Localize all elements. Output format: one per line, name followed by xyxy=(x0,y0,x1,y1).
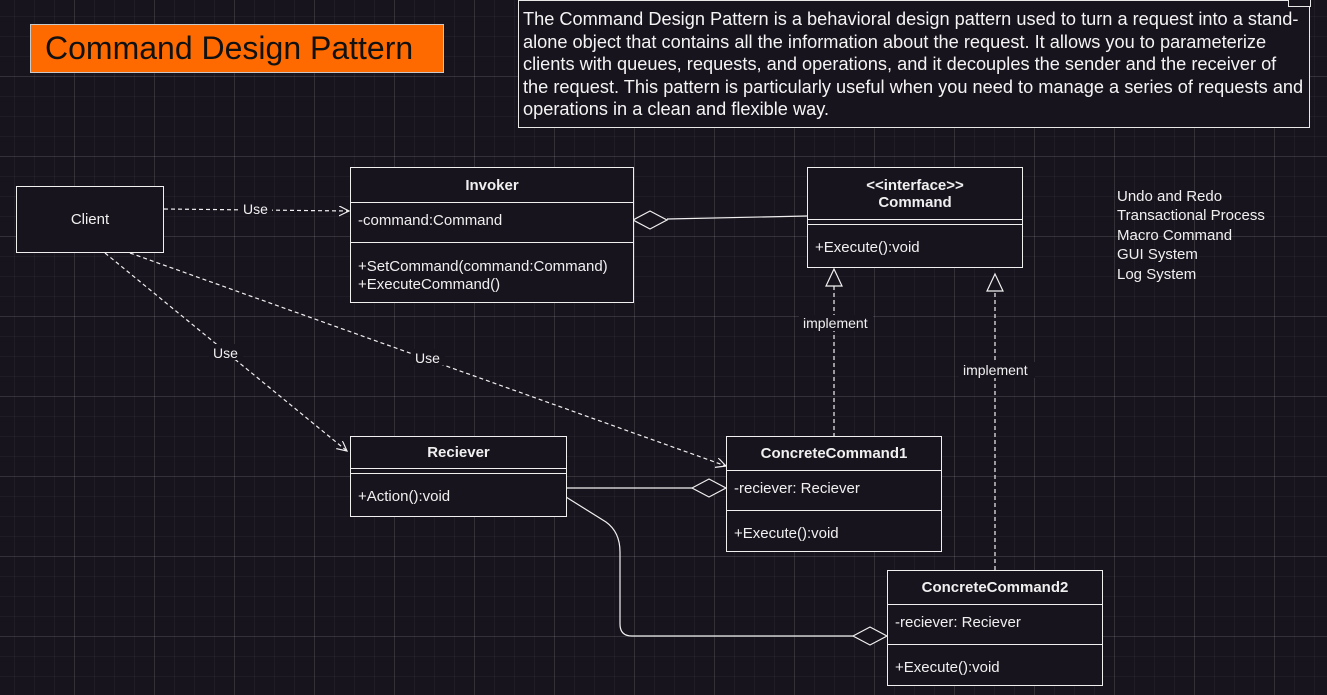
concrete-command2-name: ConcreteCommand2 xyxy=(888,571,1102,605)
command-interface-name: <<interface>> Command xyxy=(808,168,1022,220)
edge-receiver-concrete2 xyxy=(565,496,853,637)
command-stereotype: <<interface>> xyxy=(866,176,964,194)
use-case-item: GUI System xyxy=(1117,246,1198,264)
invoker-methods: +SetCommand(command:Command) +ExecuteCom… xyxy=(351,243,633,294)
aggregation-diamond xyxy=(690,478,728,498)
client-label: Client xyxy=(70,211,110,228)
concrete-command1-methods: +Execute():void xyxy=(727,511,941,543)
concrete2-attribute: -reciever: Reciever xyxy=(895,614,1021,631)
realization-arrowhead xyxy=(986,272,1004,292)
note-corner xyxy=(1288,0,1311,7)
client-node[interactable]: Client xyxy=(16,186,164,253)
edge-client-concrete1-label: Use xyxy=(415,350,440,366)
edge-client-invoker-label: Use xyxy=(243,201,268,217)
concrete-command2-methods: +Execute():void xyxy=(888,645,1102,677)
edge-client-receiver-label: Use xyxy=(213,345,238,361)
realization-arrowhead xyxy=(825,267,843,287)
edge-concrete1-command-label: implement xyxy=(803,315,868,331)
edge-concrete2-command-label: implement xyxy=(963,362,1028,378)
command-method: +Execute():void xyxy=(815,239,920,256)
concrete-command1-class[interactable]: ConcreteCommand1 -reciever: Reciever +Ex… xyxy=(726,436,942,552)
concrete2-method: +Execute():void xyxy=(895,659,1000,676)
concrete-command1-name: ConcreteCommand1 xyxy=(727,437,941,471)
receiver-class[interactable]: Reciever +Action():void xyxy=(350,436,567,517)
invoker-method: +ExecuteCommand() xyxy=(358,276,501,293)
use-case-item: Macro Command xyxy=(1117,226,1233,244)
concrete1-attribute: -reciever: Reciever xyxy=(734,480,860,497)
command-name: Command xyxy=(878,193,952,211)
page-title: Command Design Pattern xyxy=(30,24,444,73)
concrete-command2-attributes: -reciever: Reciever xyxy=(888,605,1102,645)
receiver-method: +Action():void xyxy=(358,488,451,505)
command-attributes xyxy=(808,220,1022,225)
use-case-item: Log System xyxy=(1117,265,1197,283)
invoker-attribute: -command:Command xyxy=(358,212,503,229)
concrete-command1-attributes: -reciever: Reciever xyxy=(727,471,941,511)
concrete-command2-class[interactable]: ConcreteCommand2 -reciever: Reciever +Ex… xyxy=(887,570,1103,686)
command-interface[interactable]: <<interface>> Command +Execute():void xyxy=(807,167,1023,268)
use-case-item: Transactional Process xyxy=(1117,207,1265,225)
aggregation-diamond xyxy=(631,210,669,230)
description-note: The Command Design Pattern is a behavior… xyxy=(518,0,1310,128)
edge-invoker-command xyxy=(666,215,808,220)
receiver-name: Reciever xyxy=(427,444,490,461)
concrete1-method: +Execute():void xyxy=(734,525,839,542)
invoker-attributes: -command:Command xyxy=(351,203,633,243)
aggregation-diamond xyxy=(851,626,889,646)
use-case-list: Undo and Redo Transactional Process Macr… xyxy=(1117,187,1265,284)
receiver-attributes xyxy=(351,469,566,474)
receiver-class-name: Reciever xyxy=(351,437,566,469)
command-methods: +Execute():void xyxy=(808,225,1022,257)
invoker-method: +SetCommand(command:Command) xyxy=(358,258,608,275)
concrete2-name: ConcreteCommand2 xyxy=(921,579,1069,596)
invoker-class-name: Invoker xyxy=(351,168,633,203)
concrete1-name: ConcreteCommand1 xyxy=(760,445,908,462)
receiver-methods: +Action():void xyxy=(351,474,566,506)
invoker-class[interactable]: Invoker -command:Command +SetCommand(com… xyxy=(350,167,634,303)
invoker-name: Invoker xyxy=(465,176,519,194)
use-case-item: Undo and Redo xyxy=(1117,188,1223,205)
